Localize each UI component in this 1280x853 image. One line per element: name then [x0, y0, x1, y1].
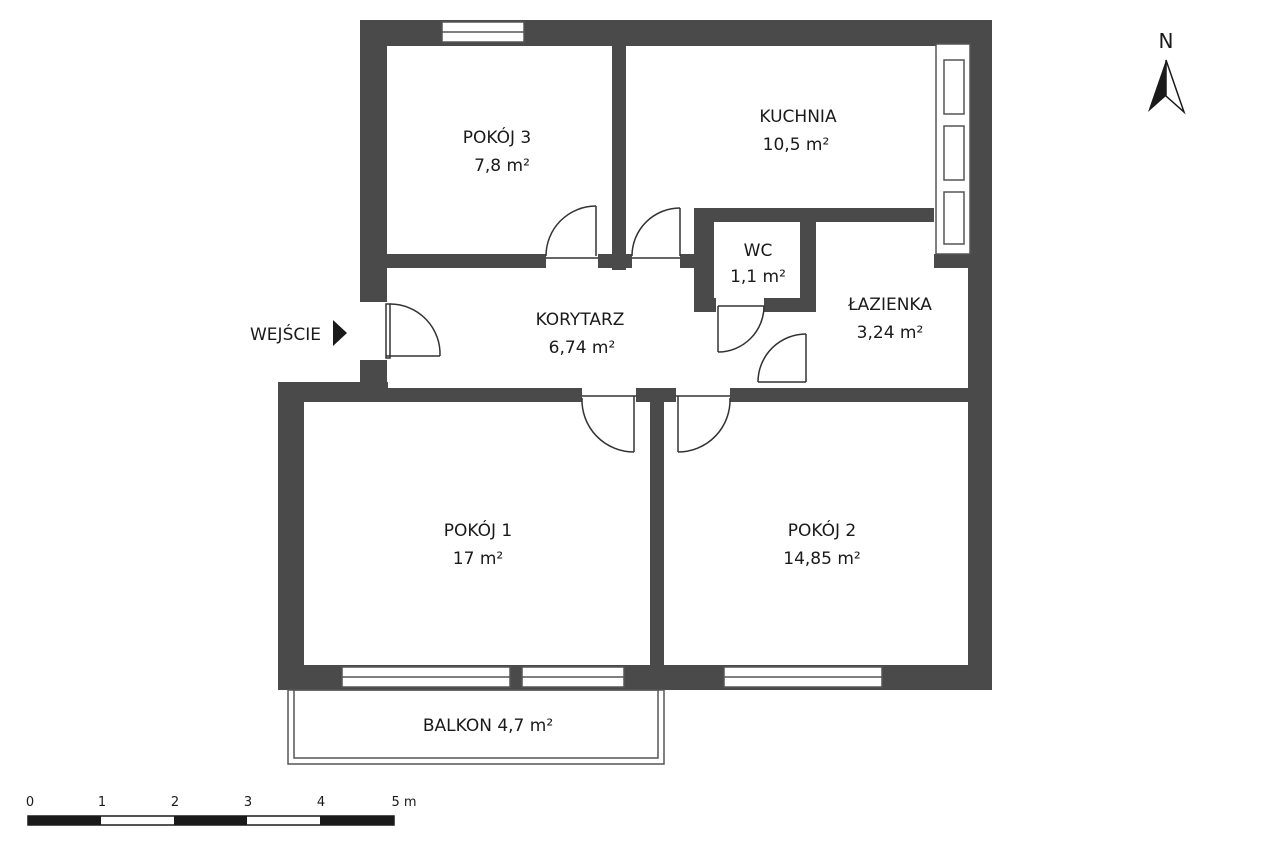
doors — [385, 205, 807, 453]
scale-bar: 0 1 2 3 4 5 m — [26, 795, 417, 826]
scale-tick-4: 4 — [317, 795, 325, 810]
door-opening-wc — [716, 296, 764, 314]
room-wc-area: 1,1 m² — [730, 267, 786, 287]
entrance-opening — [362, 302, 386, 360]
scale-seg-5 — [320, 816, 394, 825]
room-pokoj-2-area: 14,85 m² — [783, 549, 860, 569]
door-lazienka[interactable] — [757, 333, 807, 383]
room-wc-name: WC — [744, 241, 773, 261]
room-lazienka-area: 3,24 m² — [857, 323, 924, 343]
room-kuchnia-area: 10,5 m² — [763, 135, 830, 155]
wall-wc-west — [694, 208, 714, 312]
scale-tick-2: 2 — [171, 795, 179, 810]
door-opening-pokoj2 — [676, 386, 730, 404]
balcony-outline-inner — [293, 689, 659, 759]
room-pokoj-1-name: POKÓJ 1 — [444, 519, 512, 541]
compass-north-label: N — [1159, 29, 1174, 53]
windows — [341, 21, 971, 688]
openings — [362, 252, 818, 404]
door-pokoj3[interactable] — [545, 205, 598, 259]
wall-pokoj1-pokoj2 — [650, 388, 664, 678]
door-opening-lazienka — [798, 334, 818, 384]
entrance-marker: WEJŚCIE — [250, 320, 347, 346]
room-korytarz-name: KORYTARZ — [536, 310, 625, 330]
room-pokoj-3-name: POKÓJ 3 — [463, 126, 531, 148]
north-arrow-icon-right — [1165, 59, 1186, 115]
entrance-label: WEJŚCIE — [250, 323, 321, 345]
door-pokoj2[interactable] — [676, 395, 731, 453]
door-kuchnia[interactable] — [631, 207, 681, 259]
room-korytarz-area: 6,74 m² — [549, 338, 616, 358]
wall-step — [278, 382, 388, 402]
door-opening-kuchnia — [632, 252, 680, 270]
scale-tick-3: 3 — [244, 795, 252, 810]
door-pokoj1[interactable] — [581, 395, 636, 453]
balcony-label: BALKON 4,7 m² — [423, 716, 553, 736]
wall-east — [968, 20, 992, 690]
wall-pokoj3-kuchnia — [612, 40, 626, 270]
scale-tick-5: 5 m — [391, 795, 416, 810]
door-entrance[interactable] — [385, 303, 441, 359]
wall-west-lower — [278, 382, 304, 690]
scale-seg-3 — [174, 816, 247, 825]
room-pokoj-2-name: POKÓJ 2 — [788, 519, 856, 541]
room-pokoj-3-area: 7,8 m² — [474, 156, 530, 176]
entrance-arrow-icon — [333, 320, 347, 346]
window-kuchnia-pane-1 — [943, 59, 965, 115]
window-kuchnia-pane-3 — [943, 191, 965, 245]
door-wc[interactable] — [717, 305, 765, 353]
scale-tick-0: 0 — [26, 795, 34, 810]
room-labels: POKÓJ 3 7,8 m² KUCHNIA 10,5 m² WC 1,1 m²… — [423, 107, 932, 736]
room-pokoj-1-area: 17 m² — [453, 549, 503, 569]
scale-tick-1: 1 — [98, 795, 106, 810]
door-opening-pokoj3 — [546, 252, 598, 270]
wall-west-upper — [360, 20, 387, 302]
room-kuchnia-name: KUCHNIA — [759, 107, 837, 127]
window-kuchnia-pane-2 — [943, 125, 965, 181]
door-opening-pokoj1 — [582, 386, 636, 404]
scale-seg-1 — [28, 816, 101, 825]
balcony — [287, 689, 665, 765]
room-lazienka-name: ŁAZIENKA — [847, 295, 932, 315]
north-arrow-icon-left — [1148, 60, 1166, 112]
compass: N — [1148, 29, 1186, 115]
wall-wc-east — [800, 208, 816, 312]
wall-lazienka-ne — [934, 254, 974, 268]
